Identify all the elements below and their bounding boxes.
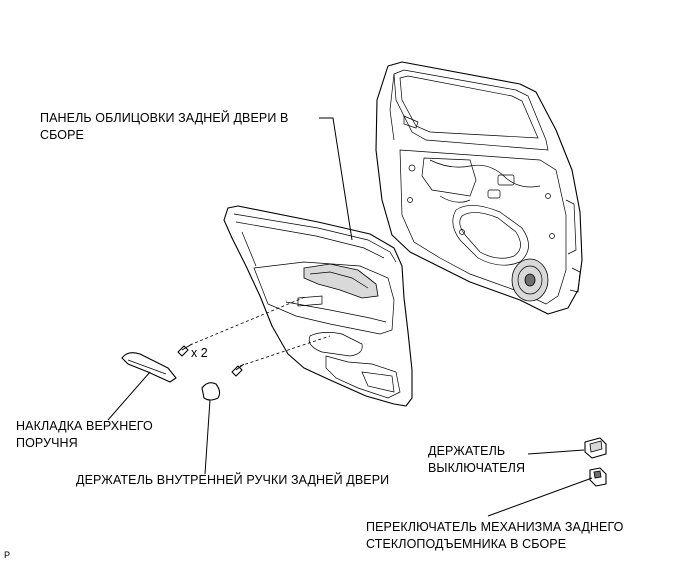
screws [177,343,245,377]
screw-lower [231,363,245,377]
screw-quantity-label: x 2 [191,346,208,360]
callout-door-trim-panel: ПАНЕЛЬ ОБЛИЦОВКИ ЗАДНЕЙ ДВЕРИ В СБОРЕ [40,111,289,142]
callout-switch-bezel: ДЕРЖАТЕЛЬ ВЫКЛЮЧАТЕЛЯ [428,444,526,475]
installation-lines [189,296,331,367]
leader-lines [107,117,593,517]
callout-window-regulator-switch: ПЕРЕКЛЮЧАТЕЛЬ МЕХАНИЗМА ЗАДНЕГО СТЕКЛОПО… [366,520,624,551]
callout-inside-handle-bezel: ДЕРЖАТЕЛЬ ВНУТРЕННЕЙ РУЧКИ ЗАДНЕЙ ДВЕРИ [76,473,390,487]
screw-upper [177,343,193,357]
figure-code: P [4,550,11,560]
armrest-cover [121,352,177,383]
window-regulator-switch [589,467,607,487]
rear-door-frame [375,61,583,315]
switch-bezel [584,437,607,459]
door-trim-panel [223,205,413,407]
callout-armrest-cover: НАКЛАДКА ВЕРХНЕГО ПОРУЧНЯ [16,419,153,450]
inside-handle-bezel [201,382,221,401]
